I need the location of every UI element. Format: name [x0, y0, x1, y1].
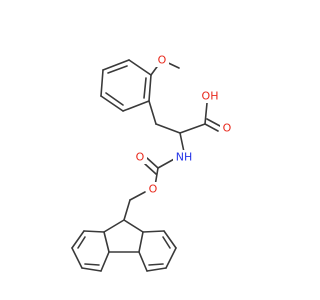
- amine-nh-label: NH: [176, 151, 193, 164]
- methoxyphenyl-ring: [100, 59, 152, 112]
- fluorene-system: [71, 219, 177, 272]
- carbamate-carbonyl-oxygen-label: O: [136, 151, 145, 164]
- carbamate-ester-oxygen-label: O: [149, 183, 158, 196]
- hydroxyl-label: OH: [202, 90, 219, 103]
- carbonyl-oxygen-label: O: [223, 122, 232, 135]
- structure-drawing: O OH O NH O O: [71, 53, 234, 272]
- methoxy-oxygen-label: O: [158, 54, 167, 67]
- molecule-canvas: O OH O NH O O: [71, 53, 234, 272]
- carboxyl-group: [179, 102, 221, 134]
- atom-labels: O OH O NH O O: [133, 53, 234, 196]
- alkyl-chain: [148, 100, 185, 153]
